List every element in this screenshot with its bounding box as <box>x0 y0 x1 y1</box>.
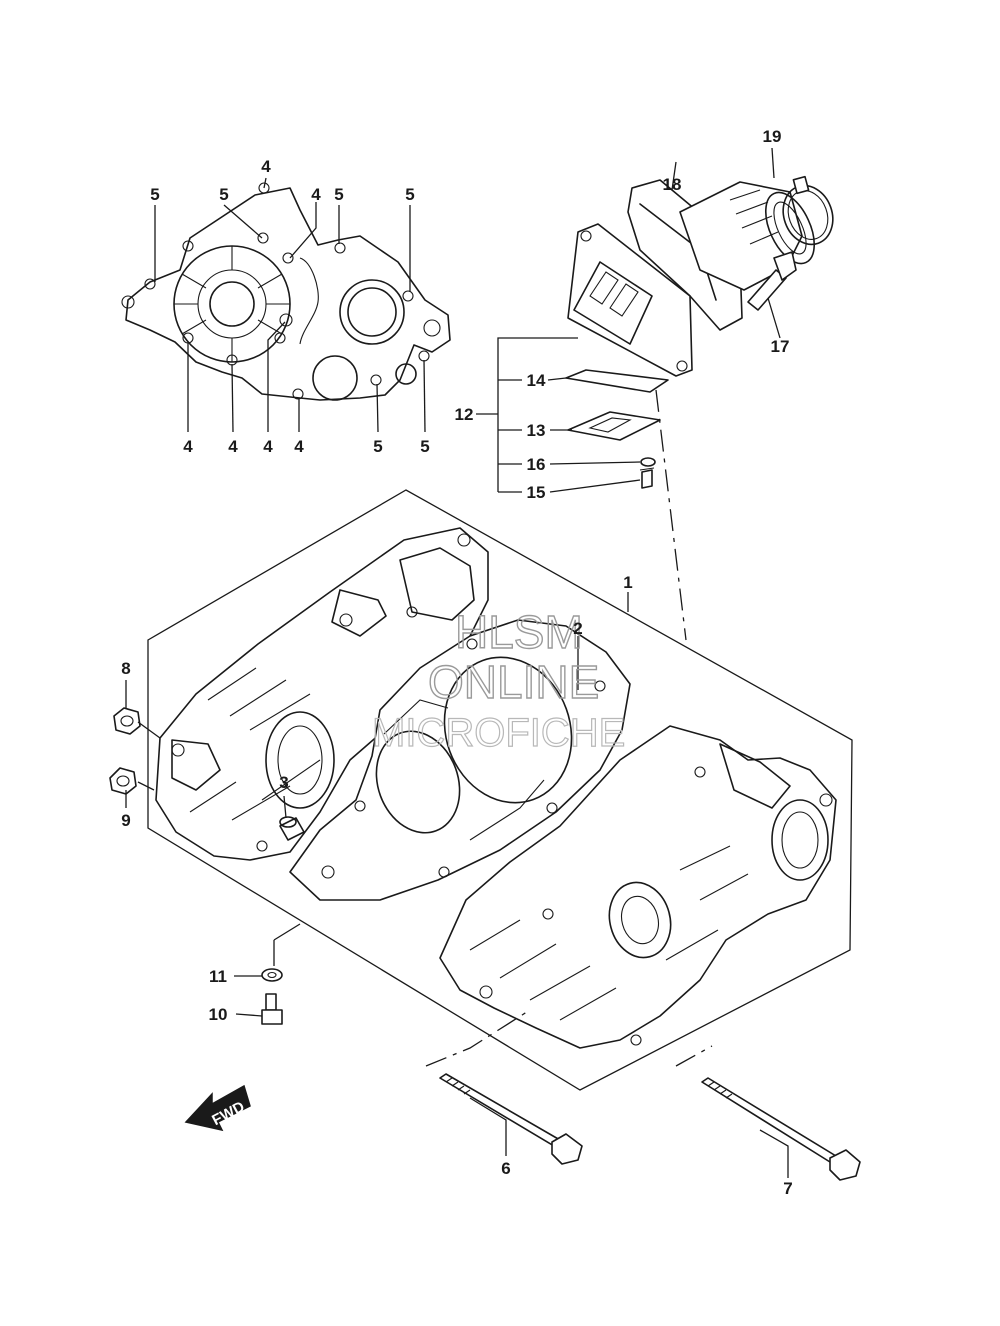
callout-18: 18 <box>663 175 682 194</box>
callout-10: 10 <box>209 1005 228 1024</box>
callout-3: 3 <box>279 773 288 792</box>
bolt-10 <box>261 993 283 1025</box>
gasket-leaders <box>154 177 426 433</box>
hardware-leaders <box>125 636 789 1178</box>
reed-bracket <box>476 147 781 641</box>
bolt-7 <box>701 1077 861 1181</box>
crankcase-gasket <box>121 182 451 401</box>
callout-4b: 4 <box>311 185 321 204</box>
callout-4e: 4 <box>263 437 273 456</box>
callout-12: 12 <box>455 405 474 424</box>
watermark-line1: HLSM <box>455 606 583 658</box>
callout-1: 1 <box>623 573 632 592</box>
bolt-6 <box>439 1073 583 1165</box>
callout-4a: 4 <box>261 157 271 176</box>
callout-11: 11 <box>209 967 227 986</box>
callout-9: 9 <box>121 811 130 830</box>
callout-5e: 5 <box>373 437 382 456</box>
callout-13: 13 <box>527 421 546 440</box>
callout-4c: 4 <box>183 437 193 456</box>
crankcase-outline-frame <box>147 489 853 1091</box>
watermark: HLSM ONLINE MICROFICHE <box>371 605 626 755</box>
callout-5f: 5 <box>420 437 429 456</box>
crankcase-center-gasket <box>289 619 631 901</box>
forward-arrow-icon: FWD <box>184 1084 251 1132</box>
callout-14: 14 <box>527 371 546 390</box>
callout-4d: 4 <box>228 437 238 456</box>
callout-5a: 5 <box>150 185 159 204</box>
callout-5b: 5 <box>219 185 228 204</box>
callout-17: 17 <box>771 337 790 356</box>
watermark-line2: ONLINE <box>428 656 599 708</box>
nut-8 <box>113 707 141 735</box>
callout-16: 16 <box>527 455 546 474</box>
callout-5c: 5 <box>334 185 343 204</box>
callout-7: 7 <box>783 1179 792 1198</box>
washer-11 <box>261 968 283 982</box>
nut-9 <box>109 767 137 795</box>
callout-5d: 5 <box>405 185 414 204</box>
callout-15: 15 <box>527 483 546 502</box>
callout-2: 2 <box>573 619 582 638</box>
watermark-line3: MICROFICHE <box>372 711 625 755</box>
callout-8: 8 <box>121 659 130 678</box>
callout-4f: 4 <box>294 437 304 456</box>
callout-19: 19 <box>763 127 782 146</box>
callout-6: 6 <box>501 1159 510 1178</box>
callout-labels: 1 2 3 4 4 4 4 4 4 5 5 5 5 5 5 6 7 8 9 10… <box>121 127 792 1198</box>
reed-valve-assembly <box>565 175 834 489</box>
crankcase-right-half <box>439 725 837 1049</box>
